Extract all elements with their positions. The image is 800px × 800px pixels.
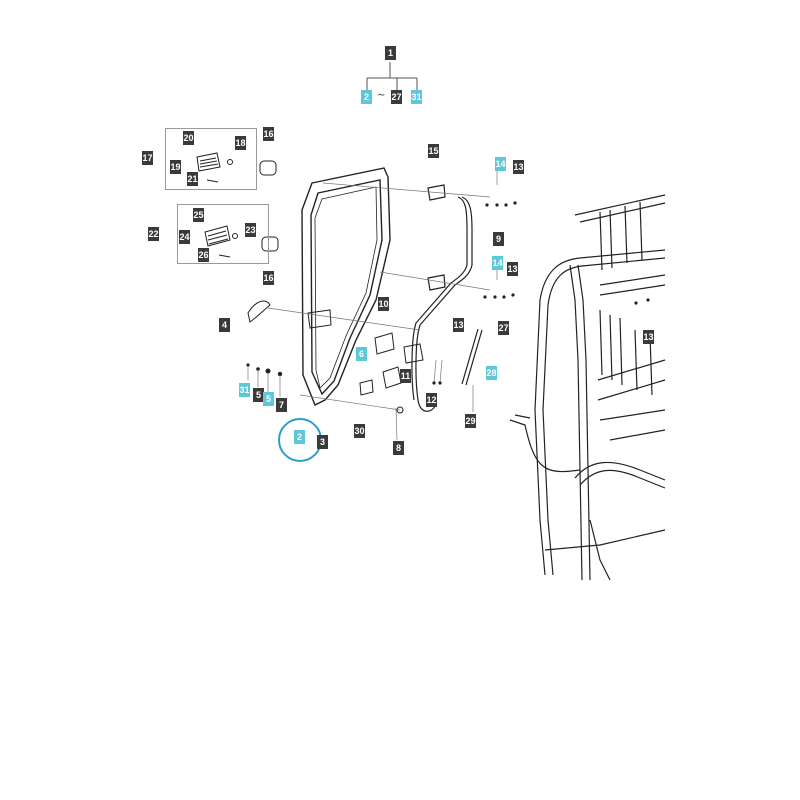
part-label-3[interactable]: 3 [317,435,328,449]
door-glass-frame [301,167,391,406]
part-label-19[interactable]: 19 [170,160,181,174]
part-label-15[interactable]: 15 [428,144,439,158]
part-label-12[interactable]: 12 [426,393,437,407]
hinge-detail-box-upper [165,128,257,190]
part-label-17[interactable]: 17 [142,151,153,165]
part-label-13-upper[interactable]: 13 [513,160,524,174]
part-label-26[interactable]: 26 [198,248,209,262]
range-separator: ~ [377,90,386,101]
cab-frame [509,194,666,581]
fasteners [246,201,650,385]
part-label-7[interactable]: 7 [276,398,287,412]
header-tree-lines [366,62,418,90]
part-label-14-lower[interactable]: 14 [492,256,503,270]
part-label-16-lower[interactable]: 16 [263,271,274,285]
part-label-29[interactable]: 29 [465,414,476,428]
part-label-16[interactable]: 16 [263,127,274,141]
part-label-31[interactable]: 31 [239,383,250,397]
part-label-27[interactable]: 27 [498,321,509,335]
part-label-21[interactable]: 21 [187,172,198,186]
part-label-18[interactable]: 18 [235,136,246,150]
part-label-5-dark[interactable]: 5 [253,388,264,402]
part-label-30[interactable]: 30 [354,424,365,438]
part-label-9[interactable]: 9 [493,232,504,246]
part-label-range-start[interactable]: 2 [361,90,372,104]
part-label-6[interactable]: 6 [356,347,367,361]
part-label-range-mid[interactable]: 27 [391,90,402,104]
part-label-root[interactable]: 1 [385,46,396,60]
part-label-5[interactable]: 5 [263,392,274,406]
part-label-8[interactable]: 8 [393,441,404,455]
part-label-13-frame[interactable]: 13 [643,330,654,344]
part-label-25[interactable]: 25 [193,208,204,222]
leader-lines [247,170,498,441]
part-label-4[interactable]: 4 [219,318,230,332]
part-label-13-lower[interactable]: 13 [507,262,518,276]
part-label-10[interactable]: 10 [378,297,389,311]
part-label-28[interactable]: 28 [486,366,497,380]
rod-and-strut [411,184,483,412]
hinge-detail-box-lower [177,204,269,264]
part-label-13-mid[interactable]: 13 [453,318,464,332]
part-label-range-end[interactable]: 31 [411,90,422,104]
part-label-22[interactable]: 22 [148,227,159,241]
part-label-11[interactable]: 11 [400,369,411,383]
latch-assembly [247,300,424,414]
part-label-2[interactable]: 2 [294,430,305,444]
hinge-springs [196,152,279,258]
part-label-23[interactable]: 23 [245,223,256,237]
part-label-24[interactable]: 24 [179,230,190,244]
part-label-14-upper[interactable]: 14 [495,157,506,171]
part-label-20[interactable]: 20 [183,131,194,145]
